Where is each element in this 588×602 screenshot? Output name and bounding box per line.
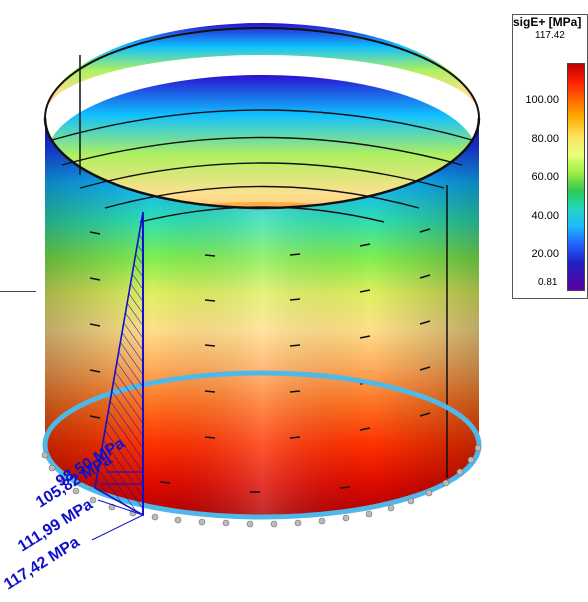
tank-inner-wall [45, 23, 479, 118]
vertical-mesh-lines [79, 55, 448, 478]
legend-tick: 40.00 [531, 210, 559, 222]
legend-tick: 80.00 [531, 133, 559, 145]
support-symbols [41, 444, 482, 528]
legend-title: sigE+ [MPa] [513, 15, 582, 29]
tank-wall-shading [45, 118, 479, 517]
legend-tick: 60.00 [531, 171, 559, 183]
legend-min-value: 0.81 [538, 277, 558, 288]
legend-max-value: 117.42 [535, 30, 565, 41]
legend-color-bar [567, 63, 585, 291]
legend-tick: 20.00 [531, 248, 559, 260]
stress-diagram [91, 211, 144, 541]
color-legend: sigE+ [MPa] 117.42 100.00 80.00 60.00 40… [512, 14, 588, 299]
outer-ring-marks [89, 228, 431, 493]
tank-top-rim-front [43, 117, 481, 210]
viewport-frame-line [0, 291, 36, 292]
legend-tick: 100.00 [525, 94, 559, 106]
